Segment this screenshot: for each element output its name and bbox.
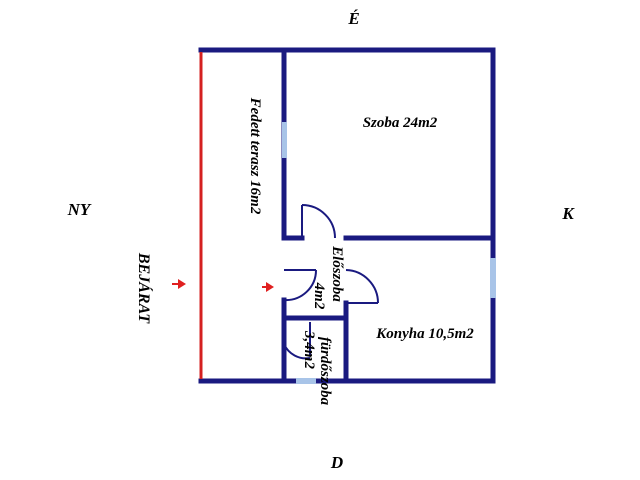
room-hallway-name: Előszoba xyxy=(329,245,345,302)
window-kitchen xyxy=(490,258,496,298)
arrow-outer-head xyxy=(178,279,186,289)
arrow-inner-head xyxy=(266,282,274,292)
compass-west: NY xyxy=(67,200,92,219)
room-bathroom-area: 3,4m2 xyxy=(301,330,317,369)
room-bathroom-name: fürdőszoba xyxy=(317,337,333,406)
window-bathroom xyxy=(296,378,316,384)
door-bath-arc xyxy=(283,343,311,360)
door-entrance-arc xyxy=(283,269,318,302)
compass-south: D xyxy=(330,453,343,472)
door-kitchen-arc xyxy=(345,269,379,304)
compass-east: K xyxy=(561,204,575,223)
entrance-label: BEJÁRAT xyxy=(135,252,154,324)
doors xyxy=(283,204,379,360)
door-living-arc xyxy=(301,204,336,239)
room-terrace-label: Fedett terasz 16m2 xyxy=(247,97,263,215)
entrance-arrows xyxy=(172,279,274,292)
room-living-label: Szoba 24m2 xyxy=(363,115,438,131)
room-hallway-area: 4m2 xyxy=(311,282,327,310)
walls xyxy=(198,47,496,384)
room-kitchen-label: Konyha 10,5m2 xyxy=(375,326,474,342)
window-terrace xyxy=(282,122,287,158)
compass-north: É xyxy=(347,9,359,28)
